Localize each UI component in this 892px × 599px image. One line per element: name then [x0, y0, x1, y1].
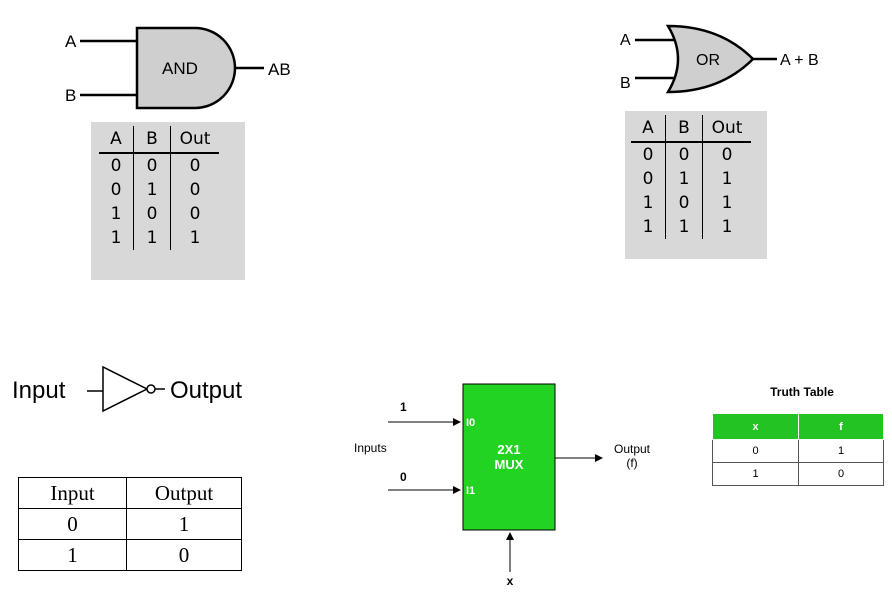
and-truth-table: A B Out 0 0 0 0 1 0 1 0 0 1 1 — [91, 122, 245, 280]
not-input-label: Input — [12, 377, 66, 404]
and-header-out: Out — [170, 126, 219, 154]
mux-header-f: f — [798, 413, 884, 440]
table-row: 1 0 0 — [99, 202, 219, 226]
table-row: 0 0 0 — [99, 153, 219, 178]
and-gate-label: AND — [162, 59, 198, 78]
mux-block — [462, 383, 556, 531]
or-gate-diagram: A B OR A + B — [620, 24, 819, 94]
mux-inputs-label: Inputs — [354, 441, 387, 455]
table-row: 1 0 — [712, 462, 884, 486]
table-row: 0 1 1 — [631, 167, 751, 191]
mux-pin-i1: I1 — [466, 485, 475, 497]
mux-pin-i0: I0 — [466, 417, 475, 429]
and-output-label: AB — [268, 60, 291, 79]
mux-truth-table-title: Truth Table — [770, 385, 834, 399]
and-header-a: A — [99, 126, 134, 154]
and-header-b: B — [133, 126, 171, 154]
or-header-out: Out — [702, 115, 751, 143]
or-truth-table: A B Out 0 0 0 0 1 1 1 0 1 1 1 — [625, 111, 767, 259]
mux-diagram: 1 0 Inputs I0 I1 2X1 MUX Output (f) x — [354, 383, 651, 588]
mux-input0-value: 0 — [400, 470, 407, 484]
not-header-input: Input — [18, 477, 127, 509]
and-gate-diagram: A B AND AB — [65, 26, 291, 110]
mux-title-line1: 2X1 — [497, 442, 520, 457]
not-output-label: Output — [170, 377, 242, 404]
or-input-b: B — [620, 75, 631, 92]
mux-header-x: x — [712, 413, 799, 440]
or-gate-body — [665, 24, 755, 94]
not-header-output: Output — [126, 477, 242, 509]
not-truth-table: Input Output 0 1 1 0 — [18, 477, 242, 571]
and-gate-body — [135, 26, 237, 110]
mux-select-label: x — [507, 574, 514, 588]
table-row: 0 1 0 — [99, 178, 219, 202]
table-row: 1 1 1 — [99, 226, 219, 250]
table-row: 1 0 1 — [631, 191, 751, 215]
not-gate-bubble — [146, 384, 156, 394]
mux-title-line2: MUX — [495, 457, 524, 472]
or-output-label: A + B — [780, 52, 819, 69]
table-row: 1 1 1 — [631, 215, 751, 239]
and-input-a: A — [65, 32, 77, 51]
or-gate-label: OR — [696, 52, 720, 69]
table-row: 0 0 0 — [631, 142, 751, 167]
table-row: 0 1 — [712, 439, 884, 463]
and-input-b: B — [65, 86, 76, 105]
table-row: 0 1 — [18, 508, 242, 540]
mux-output-line2: (f) — [626, 456, 637, 470]
not-gate-body — [102, 365, 149, 413]
or-input-a: A — [620, 32, 631, 49]
or-header-b: B — [665, 115, 703, 143]
mux-truth-table: x f 0 1 1 0 — [712, 413, 884, 486]
mux-output-line1: Output — [614, 442, 651, 456]
table-row: 1 0 — [18, 539, 242, 571]
not-gate-diagram: Input Output — [12, 365, 242, 413]
or-header-a: A — [631, 115, 666, 143]
mux-input1-value: 1 — [400, 400, 407, 414]
